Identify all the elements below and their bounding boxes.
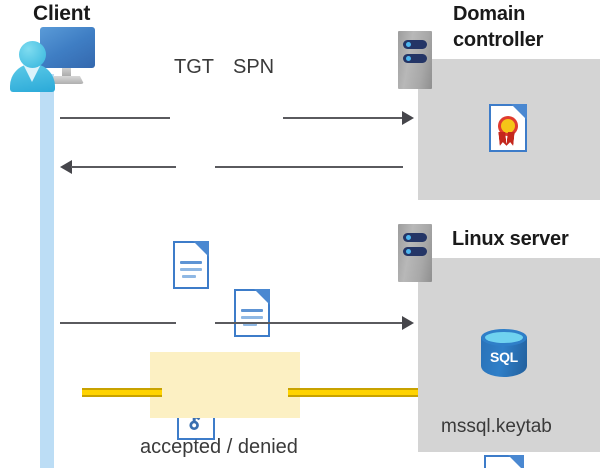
message-service-ticket-arrowhead [402, 316, 414, 330]
person-collar-icon [23, 64, 41, 82]
message-tgt-spn-line-left [60, 117, 170, 119]
client-lifeline [40, 74, 54, 468]
message-service-ticket-line-right [215, 322, 403, 324]
keytab-document-icon [484, 455, 524, 468]
user-computer-icon [2, 27, 98, 92]
auth-result-line-left [82, 388, 162, 397]
tgt-label: TGT [174, 56, 214, 78]
auth-result-line-right [288, 388, 418, 397]
certificate-document-icon [489, 104, 527, 152]
domain-controller-title-line2: controller [453, 29, 544, 51]
seal-circle-icon [498, 116, 518, 136]
tgt-document-icon [173, 241, 209, 289]
auth-result-caption: accepted / denied [140, 436, 298, 458]
sql-database-label: SQL [490, 349, 518, 365]
domain-controller-title-line1: Domain [453, 3, 526, 25]
monitor-screen-icon [40, 27, 95, 68]
message-ticket-line-right [215, 166, 403, 168]
seal-ribbon-right-icon [506, 132, 514, 146]
message-ticket-line-left [71, 166, 176, 168]
client-title: Client [33, 2, 91, 25]
linux-server-server-icon [398, 224, 432, 282]
message-ticket-arrowhead [60, 160, 72, 174]
spn-label: SPN [233, 56, 275, 78]
message-service-ticket-line-left [60, 322, 176, 324]
seal-ribbon-left-icon [498, 132, 506, 146]
message-tgt-spn-line-right [283, 117, 403, 119]
sql-database-icon: SQL [481, 329, 527, 381]
monitor-base-icon [50, 76, 84, 84]
auth-result-highlight-panel [150, 352, 300, 418]
spn-document-icon [234, 289, 270, 337]
domain-controller-server-icon [398, 31, 432, 89]
linux-server-title: Linux server [452, 228, 569, 250]
message-tgt-spn-arrowhead [402, 111, 414, 125]
person-head-icon [19, 41, 46, 68]
keytab-label: mssql.keytab [441, 416, 552, 437]
monitor-neck-icon [62, 68, 71, 77]
